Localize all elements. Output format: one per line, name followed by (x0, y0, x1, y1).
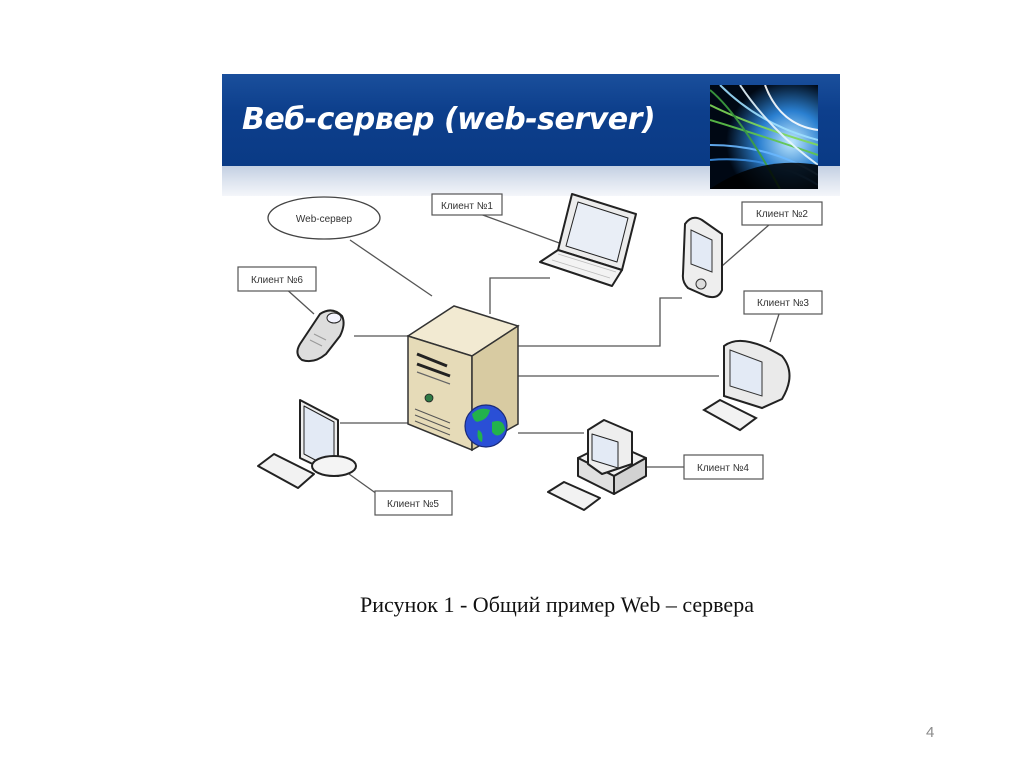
callout-text: Web-сервер (296, 214, 353, 225)
svg-text:Клиент №6: Клиент №6 (251, 275, 303, 286)
client-label-3: Клиент №3 (743, 290, 823, 315)
lcd-monitor-icon (257, 399, 357, 489)
network-diagram: Web-сервер Клиент №1 Клиент №2 Клиент №3… (236, 193, 826, 554)
figure-caption: Рисунок 1 - Общий пример Web – сервера (360, 592, 754, 617)
svg-text:Клиент №3: Клиент №3 (757, 298, 809, 309)
line-label3-crt (769, 313, 780, 343)
line-server-client1 (489, 277, 550, 314)
svg-text:Клиент №1: Клиент №1 (441, 201, 493, 212)
slide-figure: Веб-сервер (web-server) (222, 74, 840, 554)
desktop-pc-icon (547, 419, 647, 511)
svg-text:Клиент №4: Клиент №4 (697, 463, 749, 474)
connection-lines (283, 213, 780, 495)
page-number: 4 (926, 724, 935, 741)
pda-icon (681, 216, 723, 299)
client-label-5: Клиент №5 (374, 490, 453, 516)
svg-text:Клиент №2: Клиент №2 (756, 209, 808, 220)
client-label-4: Клиент №4 (683, 454, 764, 480)
line-label2-pda (721, 223, 771, 267)
laptop-icon (539, 193, 637, 287)
line-label1-laptop (479, 213, 563, 245)
crt-monitor-icon (702, 339, 791, 432)
banner-title: Веб-сервер (web-server) (242, 102, 656, 137)
line-server-client2 (518, 297, 682, 347)
mobile-phone-icon (296, 309, 345, 363)
client-label-1: Клиент №1 (431, 193, 503, 216)
svg-text:Клиент №5: Клиент №5 (387, 499, 439, 510)
client-label-2: Клиент №2 (741, 201, 823, 226)
globe-icon (464, 404, 508, 448)
line-callout-server (349, 239, 433, 297)
server-tower-icon (406, 305, 520, 452)
light-streaks-image (710, 85, 818, 189)
client-label-6: Клиент №6 (237, 266, 317, 292)
web-server-callout: Web-сервер (267, 196, 381, 240)
